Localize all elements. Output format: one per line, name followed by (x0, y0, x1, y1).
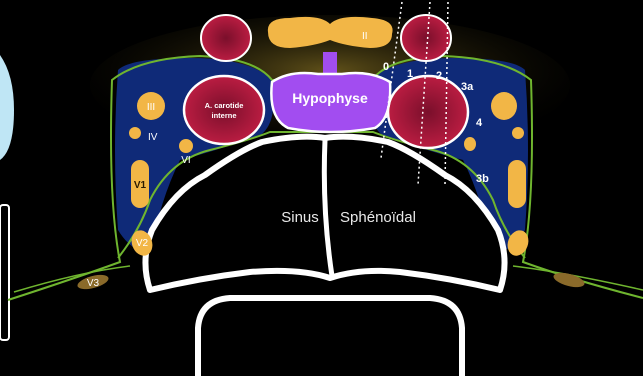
right-nerve-IV (512, 127, 524, 139)
carotid-label-line2: interne (211, 111, 236, 120)
carotid-label-line1: A. carotide (205, 101, 244, 110)
knosp-grade-0: 0 (383, 61, 389, 73)
nerve-III-label: III (147, 102, 155, 113)
nerve-IV-label: IV (148, 132, 158, 143)
nerve-V2-label: V2 (136, 238, 149, 249)
left-nerve-VI (179, 139, 193, 153)
nerve-V3-label: V3 (87, 278, 100, 289)
nerve-V1-label: V1 (134, 180, 147, 191)
knosp-grade-3b: 3b (476, 173, 489, 185)
pituitary-label: Hypophyse (292, 90, 368, 106)
lower-bone-outline (198, 298, 462, 376)
sinus-label: Sinus (281, 209, 319, 226)
side-panel-lower (0, 205, 9, 340)
right-internal-carotid (388, 76, 468, 148)
side-panel (0, 55, 14, 160)
nerve-VI-label: VI (181, 155, 190, 166)
optic-nerve-label: II (362, 31, 368, 42)
left-nerve-IV (129, 127, 141, 139)
right-nerve-III (491, 92, 517, 120)
left-supraclinoid-carotid (201, 15, 251, 61)
knosp-grade-1: 1 (407, 68, 413, 80)
knosp-grade-3a: 3a (461, 81, 474, 93)
knosp-grade-2: 2 (436, 70, 442, 82)
left-internal-carotid (184, 76, 264, 144)
right-supraclinoid-carotid (401, 15, 451, 61)
sphenoidal-label: Sphénoïdal (340, 209, 416, 226)
right-nerve-VI (464, 137, 476, 151)
right-nerve-V1 (508, 160, 526, 208)
knosp-grade-4: 4 (476, 117, 483, 129)
